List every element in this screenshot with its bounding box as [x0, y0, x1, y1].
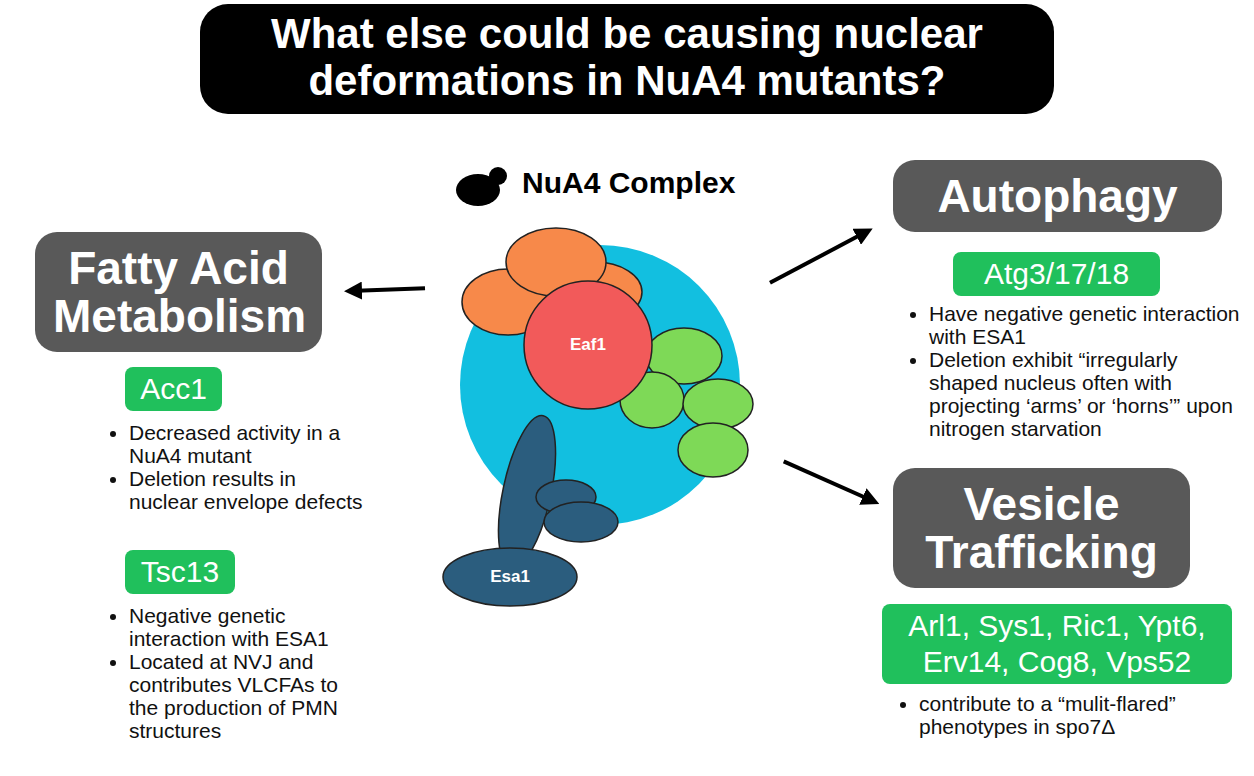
protein-complex: NuA4 ComplexEaf1Esa1	[440, 160, 770, 610]
green-subunit	[683, 379, 753, 429]
gene-name: Tsc13	[137, 554, 223, 590]
heading-text: Autophagy	[911, 172, 1204, 220]
bullet-list: Have negative genetic interaction with E…	[905, 302, 1240, 440]
gene-name: Atg3/17/18	[965, 256, 1148, 292]
subunit-ellipse-shape	[443, 548, 577, 606]
gene-tag: Tsc13	[125, 550, 235, 594]
arrow-connector	[784, 461, 868, 498]
yeast-bud	[489, 167, 507, 185]
title-banner: What else could be causing nuclear defor…	[200, 4, 1054, 114]
complex-name: NuA4 Complex	[522, 166, 770, 200]
gene-tag: Arl1, Sys1, Ric1, Ypt6, Erv14, Cog8, Vps…	[882, 604, 1232, 684]
heading-text: Fatty Acid Metabolism	[53, 244, 304, 340]
bullet-note: Have negative genetic interaction with E…	[929, 302, 1240, 348]
category-heading: Autophagy	[893, 160, 1222, 232]
heading-text: Vesicle Trafficking	[911, 480, 1172, 576]
subunit-name: Esa1	[490, 560, 530, 594]
arrow-connector	[357, 288, 425, 290]
bullet-note: Located at NVJ and contributes VLCFAs to…	[129, 650, 367, 742]
bullet-note: Deletion results in nuclear envelope def…	[129, 467, 367, 513]
gene-tag: Atg3/17/18	[953, 252, 1160, 296]
subunit-ellipse: Esa1	[442, 547, 578, 607]
subunit-circle: Eaf1	[523, 280, 653, 410]
blue-subunit	[544, 502, 618, 542]
gene-name: Arl1, Sys1, Ric1, Ypt6, Erv14, Cog8, Vps…	[894, 608, 1220, 680]
gene-tag: Acc1	[125, 367, 222, 411]
bullet-list: Negative genetic interaction with ESA1Lo…	[105, 604, 367, 742]
arrow-connector	[770, 234, 862, 283]
bullet-note: contribute to a “mulit-flared” phenotype…	[919, 692, 1230, 738]
title-text: What else could be causing nuclear defor…	[210, 10, 1044, 104]
category-heading: Fatty Acid Metabolism	[35, 232, 322, 352]
bullet-list: contribute to a “mulit-flared” phenotype…	[895, 692, 1230, 738]
green-subunit	[678, 423, 748, 477]
subunit-name: Eaf1	[570, 328, 606, 362]
bullet-note: Negative genetic interaction with ESA1	[129, 604, 367, 650]
gene-name: Acc1	[137, 371, 210, 407]
bullet-note: Decreased activity in a NuA4 mutant	[129, 421, 367, 467]
bullet-list: Decreased activity in a NuA4 mutantDelet…	[105, 421, 367, 513]
subunit-circle-shape	[524, 281, 652, 409]
category-heading: Vesicle Trafficking	[893, 468, 1190, 588]
bullet-note: Deletion exhibit “irregularly shaped nuc…	[929, 348, 1240, 440]
